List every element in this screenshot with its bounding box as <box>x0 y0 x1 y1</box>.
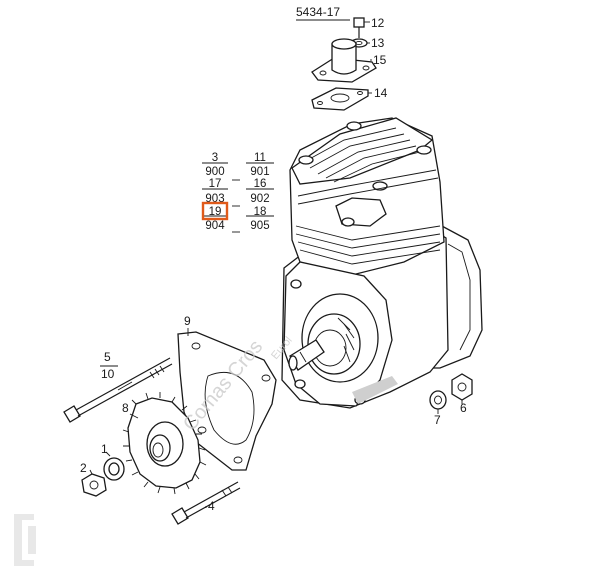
table-cell-17: 17 <box>209 178 222 190</box>
callout-6: 6 <box>460 401 467 415</box>
table-cell-3: 3 <box>212 152 218 164</box>
watermark-logo <box>14 514 36 566</box>
callout-1: 1 <box>101 442 108 456</box>
callout-13: 13 <box>371 36 385 50</box>
nut-2 <box>81 469 107 497</box>
callout-5434-17: 5434-17 <box>296 5 340 19</box>
callout-7: 7 <box>434 413 441 427</box>
callout-8: 8 <box>122 401 129 415</box>
table-cell-19: 19 <box>209 206 222 218</box>
callout-4: 4 <box>208 499 215 513</box>
washer-1 <box>103 451 125 481</box>
bolt-12-head <box>353 17 365 28</box>
short-bolt-4 <box>171 481 241 525</box>
table-cell-902: 902 <box>250 193 269 205</box>
table-cell-11: 11 <box>254 152 266 164</box>
gasket-14 <box>311 87 369 111</box>
table-cell-905: 905 <box>250 220 269 232</box>
callout-labels: 5434-17 12 13 15 14 9 5 10 8 1 2 4 7 6 <box>80 5 467 513</box>
callout-2: 2 <box>80 461 87 475</box>
highlight-box <box>201 201 229 221</box>
callout-5: 5 <box>104 350 111 364</box>
nut-6 <box>451 373 473 404</box>
table-cell-16: 16 <box>254 178 267 190</box>
front-gasket-9 <box>177 328 277 471</box>
callout-10: 10 <box>101 367 115 381</box>
callout-12: 12 <box>371 16 385 30</box>
air-compressor-body <box>281 117 483 409</box>
table-cell-900: 900 <box>205 166 224 178</box>
callout-15: 15 <box>373 53 387 67</box>
table-cell-18: 18 <box>254 206 267 218</box>
reference-number-table: 3 11 900 901 17 16 903 902 19 18 904 905 <box>201 152 274 233</box>
drive-gear-8 <box>122 392 207 495</box>
top-cap-assembly <box>311 17 377 111</box>
table-cell-904: 904 <box>205 220 225 232</box>
callout-9: 9 <box>184 314 191 328</box>
callout-14: 14 <box>374 86 388 100</box>
washer-7 <box>429 390 447 414</box>
table-cell-901: 901 <box>250 166 269 178</box>
long-bolt-5 <box>63 357 173 423</box>
